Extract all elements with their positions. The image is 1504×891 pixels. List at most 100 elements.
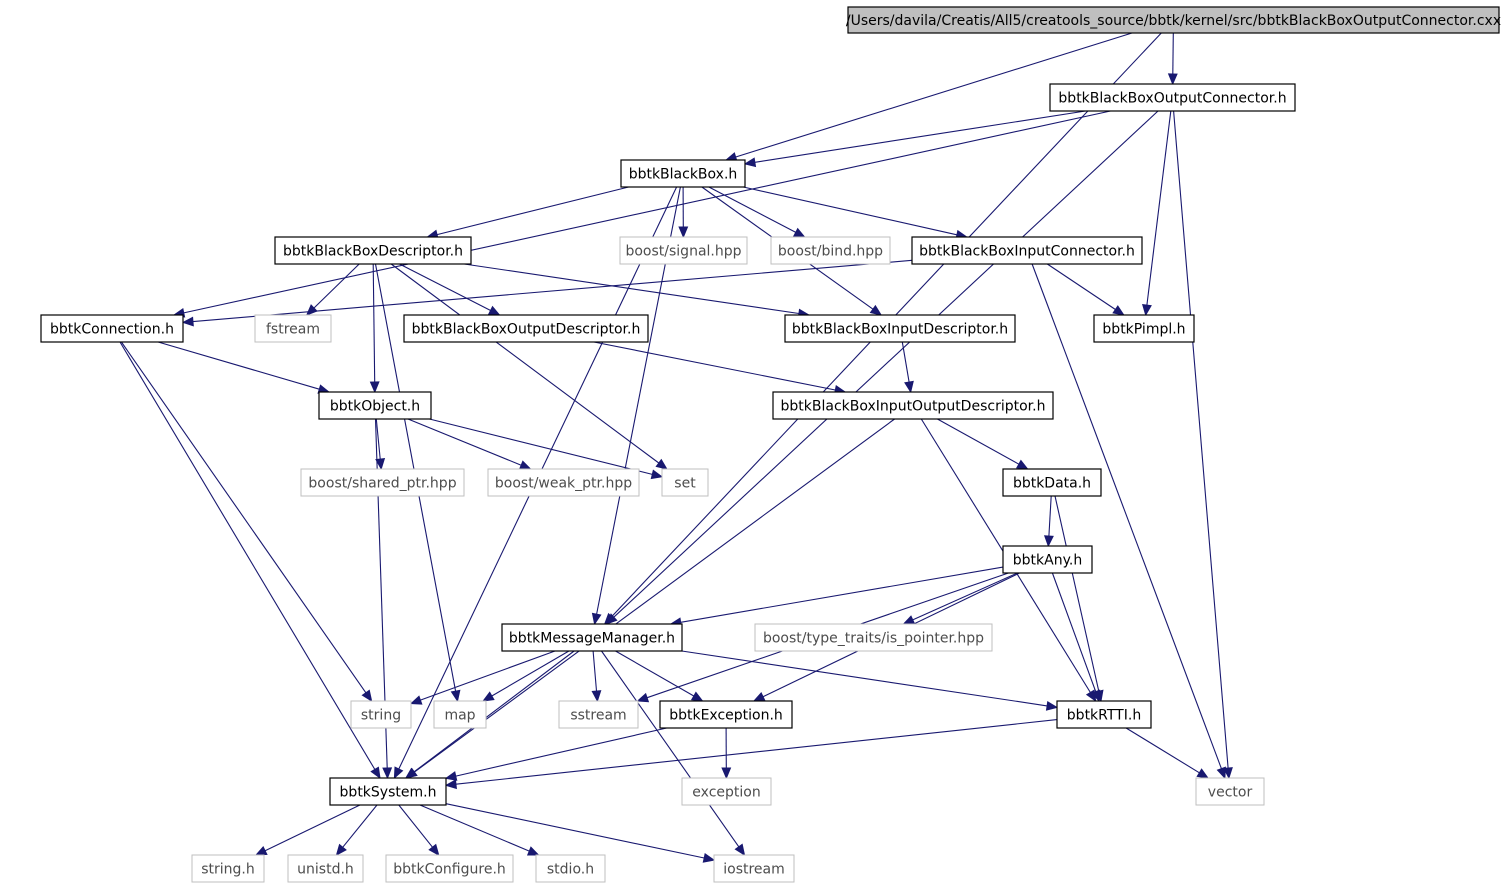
node-box [1093, 314, 1195, 343]
node-system-h[interactable]: bbtkSystem.h [329, 777, 447, 806]
edge-line [419, 804, 530, 852]
edge-line [615, 650, 695, 697]
node-any-h[interactable]: bbtkAny.h [1002, 545, 1093, 574]
edge-bbid_h-to-bbiod_h [901, 341, 914, 394]
edge-exc_h-to-exception [721, 727, 732, 780]
node-box [254, 314, 332, 343]
node-box [659, 700, 793, 729]
edge-bboc_h-to-vector [1173, 110, 1233, 780]
edge-msg_h-to-rtti_h [681, 650, 1059, 711]
edge-line [342, 804, 378, 848]
edge-arrowhead [902, 615, 916, 625]
edge-arrowhead [869, 304, 883, 316]
node-box [847, 6, 1500, 34]
node-box [329, 777, 447, 806]
edge-line [601, 650, 740, 848]
edge-arrowhead [1045, 700, 1059, 711]
node-box [681, 777, 772, 806]
edge-msg_h-to-map [481, 650, 570, 702]
node-box [1056, 700, 1152, 729]
node-data-h[interactable]: bbtkData.h [1002, 468, 1102, 497]
edge-arrowhead [1196, 768, 1209, 779]
node-msg-h[interactable]: bbtkMessageManager.h [501, 623, 683, 652]
node-bbod-h[interactable]: bbtkBlackBoxOutputDescriptor.h [403, 314, 649, 343]
node-conn-h[interactable]: bbtkConnection.h [40, 314, 184, 343]
node-sstream: sstream [558, 700, 639, 729]
edge-arrowhead [743, 157, 757, 168]
node-label: stdio.h [547, 862, 594, 878]
edge-arrowhead [382, 767, 393, 780]
node-label: vector [1208, 785, 1253, 801]
node-box [385, 854, 514, 883]
node-box [619, 236, 748, 265]
node-map: map [433, 700, 487, 729]
edge-arrowhead [428, 843, 440, 857]
edge-arrowhead [678, 226, 689, 239]
edge-line [1054, 495, 1100, 692]
edge-conn_h-to-string [120, 341, 373, 703]
node-rtti-h[interactable]: bbtkRTTI.h [1056, 700, 1152, 729]
edge-arrowhead [636, 692, 650, 703]
node-pimpl-h[interactable]: bbtkPimpl.h [1093, 314, 1195, 343]
edge-line [157, 341, 320, 390]
node-string: string [350, 700, 412, 729]
edge-msg_h-to-exc_h [615, 650, 704, 702]
node-root: /Users/davila/Creatis/All5/creatools_sou… [846, 6, 1501, 34]
edge-conn_h-to-object_h [157, 341, 331, 394]
edge-arrowhead [650, 469, 664, 480]
edge-arrowhead [518, 460, 532, 470]
node-bboc-h[interactable]: bbtkBlackBoxOutputConnector.h [1049, 83, 1296, 112]
node-string-h: string.h [191, 854, 265, 883]
edge-line [937, 418, 1020, 465]
edge-line [593, 341, 836, 391]
edge-line [398, 804, 433, 848]
node-label: string.h [201, 862, 255, 878]
edge-line [592, 650, 598, 692]
node-label: bbtkRTTI.h [1067, 708, 1141, 724]
edge-line [1046, 263, 1116, 310]
edge-line [735, 32, 1133, 158]
edge-system_h-to-unistd [335, 804, 378, 857]
edge-arrowhead [369, 381, 380, 394]
edge-arrowhead [444, 779, 457, 790]
node-box [1049, 83, 1296, 112]
node-bbdesc-h[interactable]: bbtkBlackBoxDescriptor.h [274, 236, 472, 265]
node-label: bbtkMessageManager.h [509, 631, 675, 647]
node-bbiod-h[interactable]: bbtkBlackBoxInputOutputDescriptor.h [772, 391, 1054, 420]
edge-line [436, 186, 629, 236]
node-label: exception [692, 785, 760, 801]
node-config-h: bbtkConfigure.h [385, 854, 514, 883]
edge-arrowhead [702, 853, 716, 863]
node-signal: boost/signal.hpp [619, 236, 748, 265]
node-bbid-h[interactable]: bbtkBlackBoxInputDescriptor.h [784, 314, 1016, 343]
node-box [191, 854, 265, 883]
node-box [620, 159, 746, 188]
edge-rtti_h-to-system_h [444, 719, 1058, 790]
edge-bbdesc_h-to-fstream [305, 263, 360, 316]
node-box [501, 623, 683, 652]
node-label: bbtkConfigure.h [393, 862, 506, 878]
edge-arrowhead [481, 691, 495, 702]
node-label: bbtkBlackBoxInputConnector.h [919, 244, 1135, 260]
edge-line [708, 186, 797, 233]
node-bb-h[interactable]: bbtkBlackBox.h [620, 159, 746, 188]
node-weak: boost/weak_ptr.hpp [487, 468, 640, 497]
node-exc-h[interactable]: bbtkException.h [659, 700, 793, 729]
edge-bbic_h-to-conn_h [181, 259, 913, 327]
edge-arrowhead [1167, 73, 1178, 86]
node-label: /Users/davila/Creatis/All5/creatools_sou… [846, 13, 1501, 29]
node-box [403, 314, 649, 343]
node-box [1002, 468, 1102, 497]
edge-arrowhead [375, 458, 386, 471]
edge-line [455, 719, 1058, 785]
node-bbic-h[interactable]: bbtkBlackBoxInputConnector.h [911, 236, 1143, 265]
node-box [661, 468, 709, 497]
node-object-h[interactable]: bbtkObject.h [318, 391, 432, 420]
edge-root-to-bboc_h [1167, 32, 1178, 86]
node-typetraits: boost/type_traits/is_pointer.hpp [754, 623, 993, 652]
edge-arrowhead [793, 227, 806, 238]
edge-arrowhead [1015, 459, 1029, 470]
edge-line [192, 259, 913, 323]
node-box [1195, 777, 1265, 806]
